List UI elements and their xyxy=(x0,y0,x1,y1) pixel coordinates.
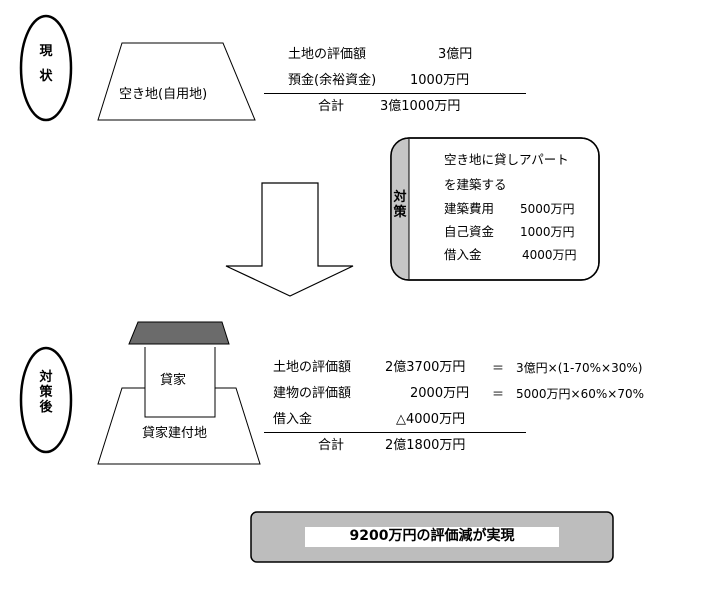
current-row-name: 預金(余裕資金) xyxy=(288,73,377,88)
current-total-name: 合計 xyxy=(318,99,345,114)
result-text: 9200万円の評価減が実現 xyxy=(349,528,515,544)
current-row-value: 1000万円 xyxy=(410,73,470,88)
current-land-trapezoid xyxy=(97,42,256,121)
after-row-value: 2億3700万円 xyxy=(385,360,466,375)
result-box xyxy=(250,511,614,563)
measure-box xyxy=(390,137,600,281)
current-land-label: 空き地(自用地) xyxy=(119,87,208,102)
after-row-formula: ＝ 5000万円×60%×70% xyxy=(492,387,644,401)
measure-line: 空き地に貸しアパート xyxy=(444,152,569,167)
after-label-oval xyxy=(19,346,73,454)
measure-item-value: 1000万円 xyxy=(520,225,575,239)
current-total-rule xyxy=(264,93,526,94)
measure-item-name: 自己資金 xyxy=(444,224,495,239)
after-row-name: 借入金 xyxy=(273,412,313,427)
measure-item-name: 借入金 xyxy=(444,247,482,262)
measure-line: を建築する xyxy=(444,177,507,192)
current-total-value: 3億1000万円 xyxy=(380,99,461,114)
house-label: 貸家 xyxy=(160,373,187,388)
house-shape xyxy=(128,321,230,418)
after-section-label: 対 策 後 xyxy=(39,370,53,415)
after-total-rule xyxy=(264,432,526,433)
current-section-label: 現 状 xyxy=(39,44,53,84)
measure-item-name: 建築費用 xyxy=(444,201,495,216)
after-total-name: 合計 xyxy=(318,438,345,453)
after-land-label: 貸家建付地 xyxy=(142,426,208,441)
after-row-value: 2000万円 xyxy=(410,386,470,401)
measure-section-label: 対 策 xyxy=(393,190,407,220)
measure-item-value: 4000万円 xyxy=(522,248,577,262)
measure-item-value: 5000万円 xyxy=(520,202,575,216)
after-row-name: 建物の評価額 xyxy=(273,386,352,401)
after-total-value: 2億1800万円 xyxy=(385,438,466,453)
after-row-name: 土地の評価額 xyxy=(273,360,352,375)
current-row-value: 3億円 xyxy=(438,47,473,62)
down-arrow xyxy=(225,182,354,297)
after-row-formula: ＝ 3億円×(1-70%×30%) xyxy=(492,361,643,375)
after-row-value: △4000万円 xyxy=(396,412,466,427)
current-label-oval xyxy=(19,14,73,122)
current-row-name: 土地の評価額 xyxy=(288,47,367,62)
